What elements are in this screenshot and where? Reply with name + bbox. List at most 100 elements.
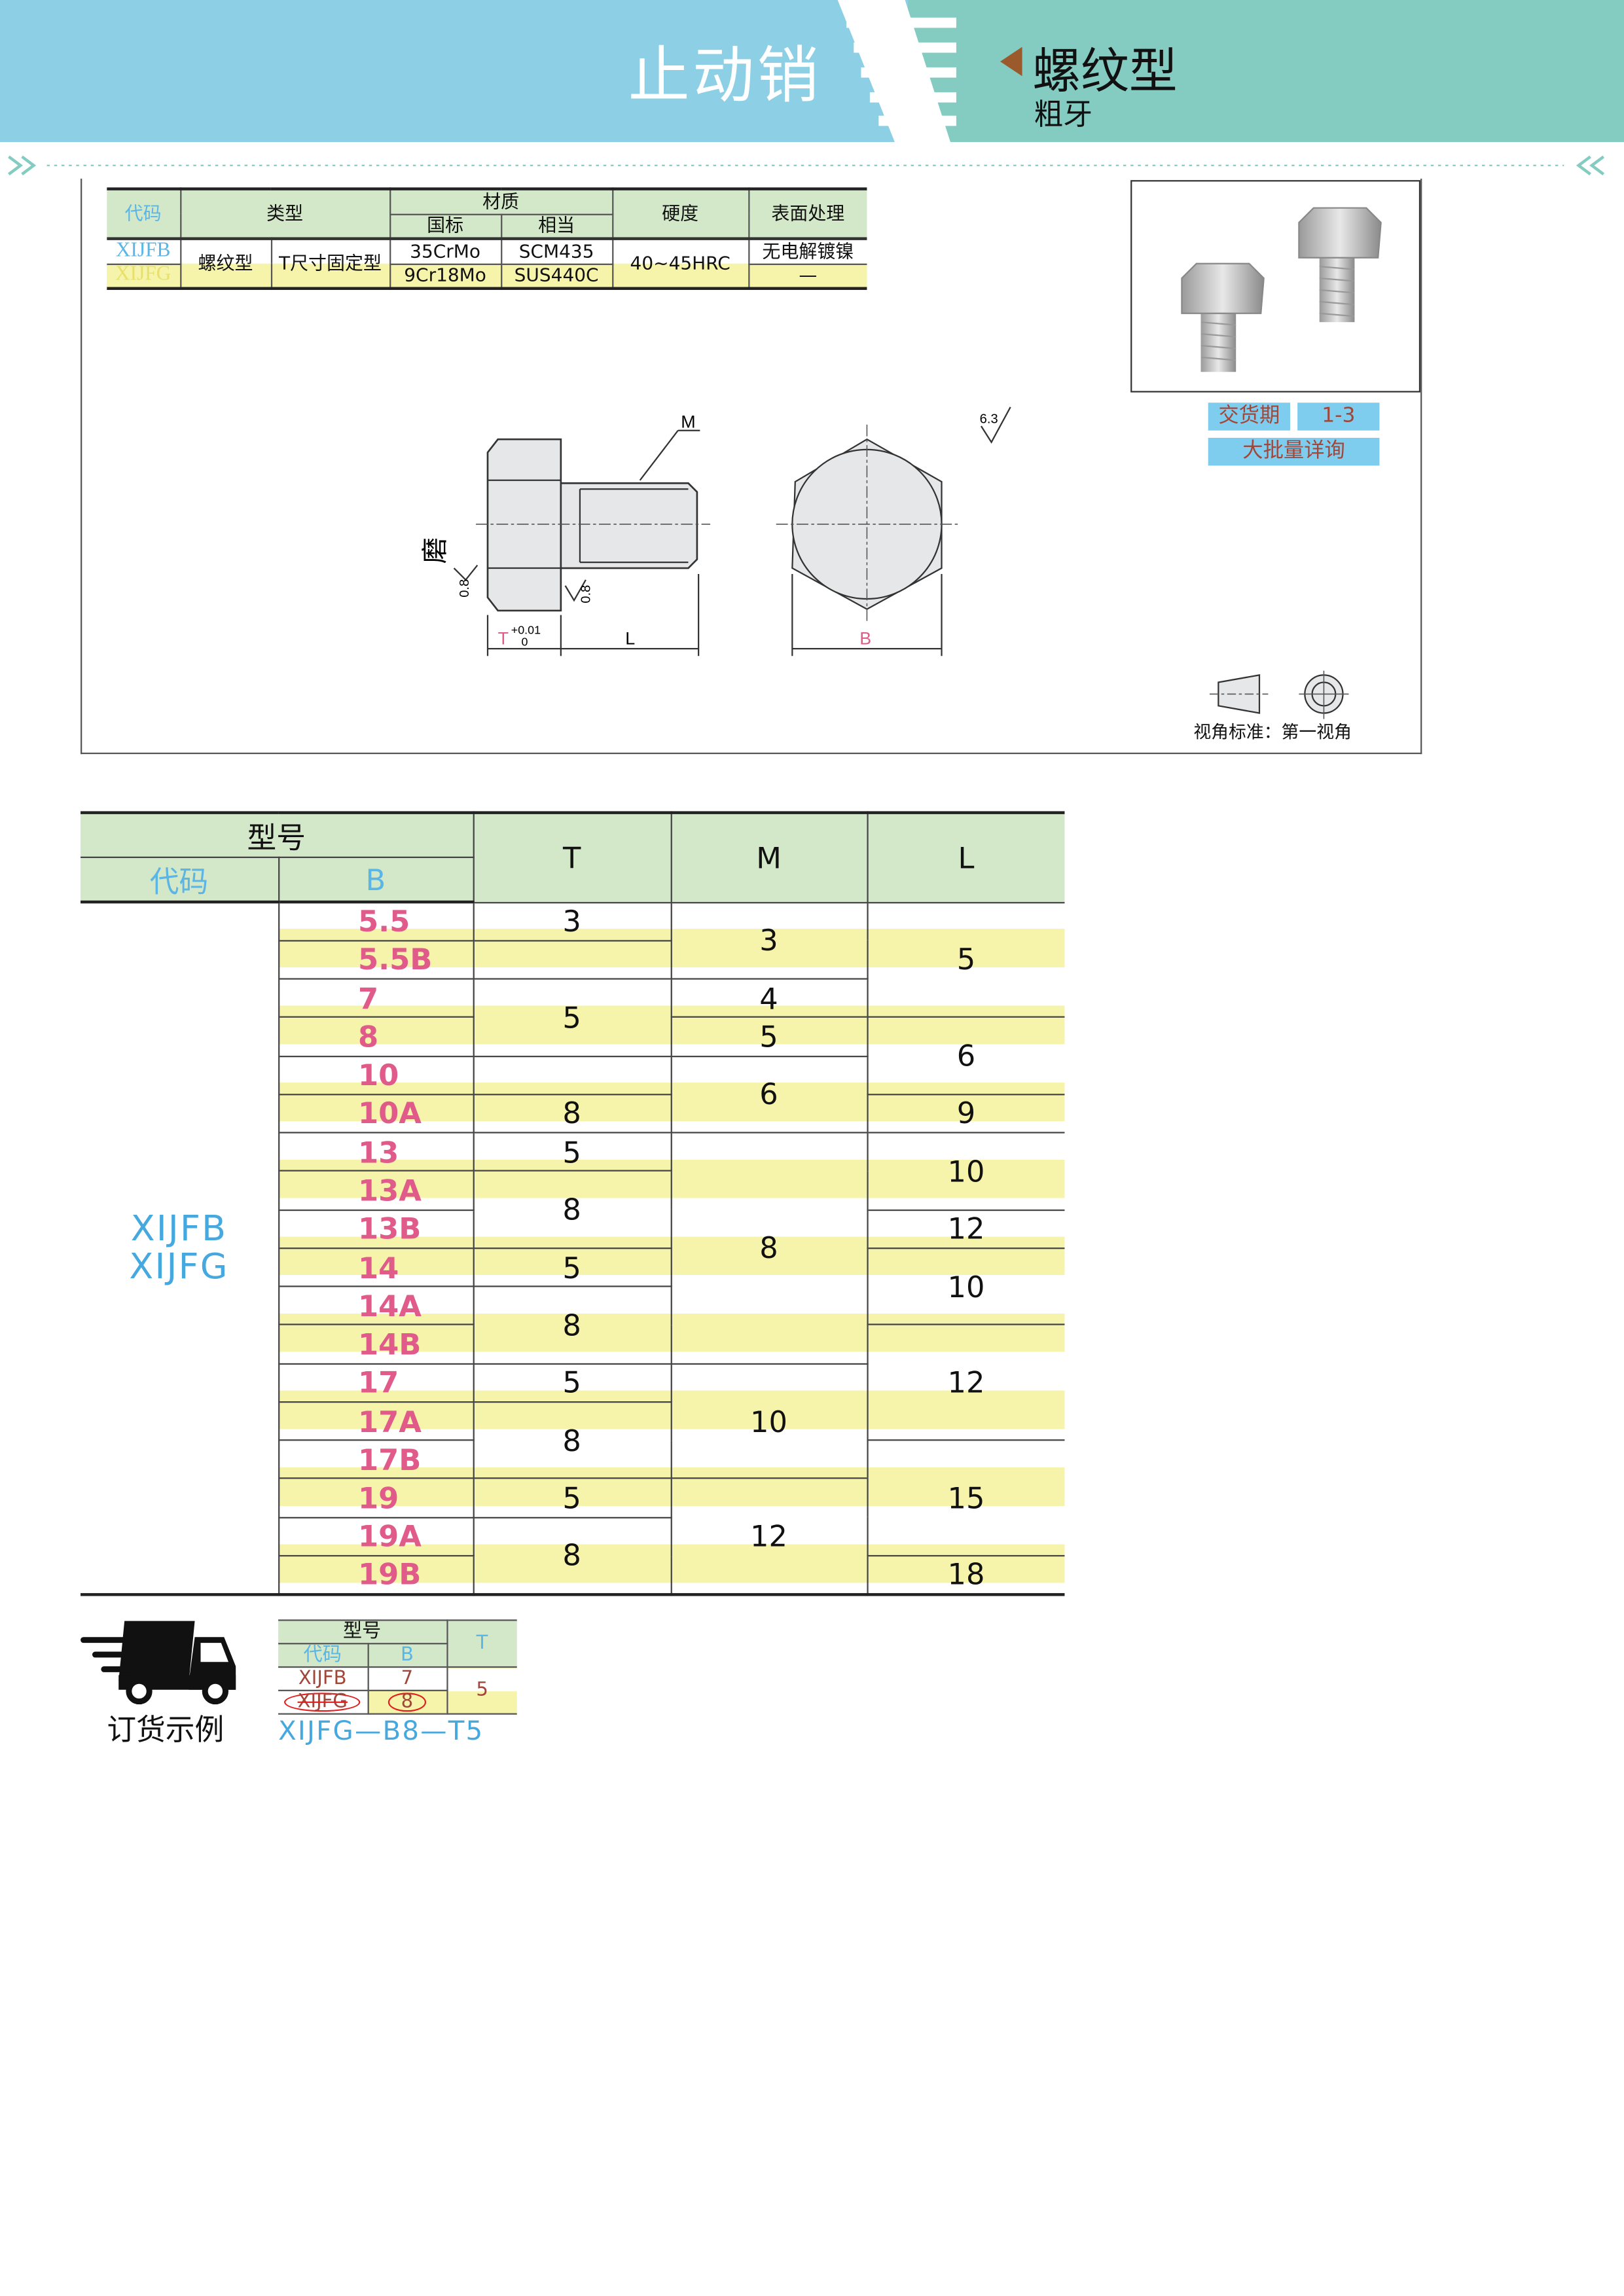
l-value-cell: 18	[866, 1554, 1065, 1595]
col-t: T	[472, 812, 672, 903]
code-cell: XIJFB	[278, 1666, 369, 1691]
col-t: T	[446, 1619, 517, 1668]
b-value-cell: 5.5B	[278, 939, 474, 980]
t-value-cell: 8	[472, 1170, 671, 1249]
order-example-label: 订货示例	[107, 1712, 225, 1747]
b-value-cell: 7	[278, 978, 474, 1018]
t-dimension-label: T	[498, 628, 509, 648]
selected-code: XIJFG	[284, 1693, 361, 1712]
delivery-days: 1-3	[1297, 403, 1380, 431]
b-value-cell: 17A	[278, 1401, 474, 1441]
spec-frame	[81, 178, 1422, 755]
t-value-cell: 8	[472, 1516, 671, 1595]
roughness-label: 0.8	[579, 585, 594, 603]
b-value-cell: 19A	[278, 1516, 474, 1557]
order-code-result: XIJFG—B8—T5	[278, 1715, 484, 1747]
col-b: B	[367, 1643, 447, 1668]
code-cell: XIJFB	[107, 238, 181, 264]
type-cell: T尺寸固定型	[270, 238, 391, 289]
delivery-label: 交货期	[1208, 403, 1290, 431]
t-value-cell: 5	[472, 1363, 672, 1403]
l-value-cell: 10	[866, 1247, 1065, 1326]
m-label: M	[681, 412, 695, 431]
arrow-left-icon	[1000, 46, 1022, 77]
col-b: B	[277, 856, 473, 904]
delivery-truck-icon	[81, 1621, 236, 1705]
b-value-cell: 19	[278, 1478, 474, 1518]
b-value-cell: 19B	[278, 1554, 474, 1595]
l-value-cell: 12	[866, 1324, 1065, 1441]
l-value-cell: 5	[866, 901, 1065, 1018]
product-type: 螺纹型	[1032, 42, 1178, 100]
code-cell: XIJFG	[107, 262, 181, 289]
product-photo	[1130, 180, 1421, 393]
col-equiv: 相当	[500, 213, 613, 240]
t-tolerance-lower: 0	[521, 636, 528, 649]
chevron-left-icon	[1576, 155, 1605, 176]
hex-bolt-image	[1181, 207, 1382, 372]
b-value-cell: 10	[278, 1055, 474, 1096]
l-value-cell: 15	[866, 1439, 1065, 1557]
roughness-label: 6.3	[980, 412, 998, 427]
b-value-cell: 14	[278, 1247, 474, 1287]
t-value-cell: 8	[472, 1401, 671, 1480]
b-value-cell: 13A	[278, 1170, 474, 1211]
b-value-cell: 14B	[278, 1324, 474, 1365]
surface-cell: —	[748, 262, 867, 289]
m-value-cell: 4	[670, 978, 867, 1018]
code-cell-selected: XIJFG	[278, 1689, 369, 1715]
m-value-cell: 5	[670, 1016, 868, 1057]
table-row: 5.5B	[81, 939, 1064, 980]
t-value-cell: 5	[472, 978, 672, 1057]
l-value-cell: 10	[866, 1132, 1065, 1211]
b-value-cell: 13B	[278, 1209, 474, 1249]
b-value-cell: 5.5	[277, 901, 474, 942]
t-value-cell: 3	[472, 901, 672, 942]
b-value-cell: 10A	[278, 1093, 474, 1134]
t-value-cell: 5	[472, 1247, 672, 1287]
t-value-cell: 8	[472, 1285, 671, 1365]
product-subtype: 粗牙	[1034, 96, 1092, 132]
t-tolerance-upper: +0.01	[511, 624, 541, 637]
b-dimension-label: B	[859, 628, 871, 648]
bulk-inquiry[interactable]: 大批量详询	[1208, 437, 1380, 466]
b-cell: 7	[367, 1666, 448, 1691]
t-value-cell: 5	[472, 1132, 672, 1172]
t-value-cell: 5	[472, 1478, 672, 1518]
page-title: 止动销	[628, 39, 822, 112]
l-value-cell: 12	[866, 1209, 1065, 1249]
col-surface: 表面处理	[748, 188, 867, 240]
b-value-cell: 8	[278, 1016, 474, 1057]
chevron-right-icon	[8, 155, 37, 176]
product-code: XIJFB	[130, 1208, 228, 1250]
type-cell: 螺纹型	[179, 238, 272, 289]
table-row: 17B 15	[81, 1439, 1065, 1557]
t-value-cell	[472, 1055, 672, 1096]
col-material: 材质	[388, 188, 613, 215]
equiv-cell: SCM435	[500, 238, 613, 264]
table-row: 14B 12	[81, 1324, 1065, 1441]
l-dimension-label: L	[625, 628, 635, 648]
b-value-cell: 14A	[278, 1285, 474, 1326]
order-example-table: 型号 T 代码 B XIJFB 7 5 XIJFG 8	[278, 1619, 517, 1715]
t-value-cell	[472, 939, 671, 980]
b-cell-selected: 8	[367, 1689, 447, 1715]
b-value-cell: 17B	[278, 1439, 474, 1480]
m-value-cell: 3	[670, 901, 868, 980]
col-code: 代码	[107, 188, 181, 240]
bolt-thread-side	[560, 482, 698, 569]
b-value-cell: 17	[278, 1363, 474, 1403]
